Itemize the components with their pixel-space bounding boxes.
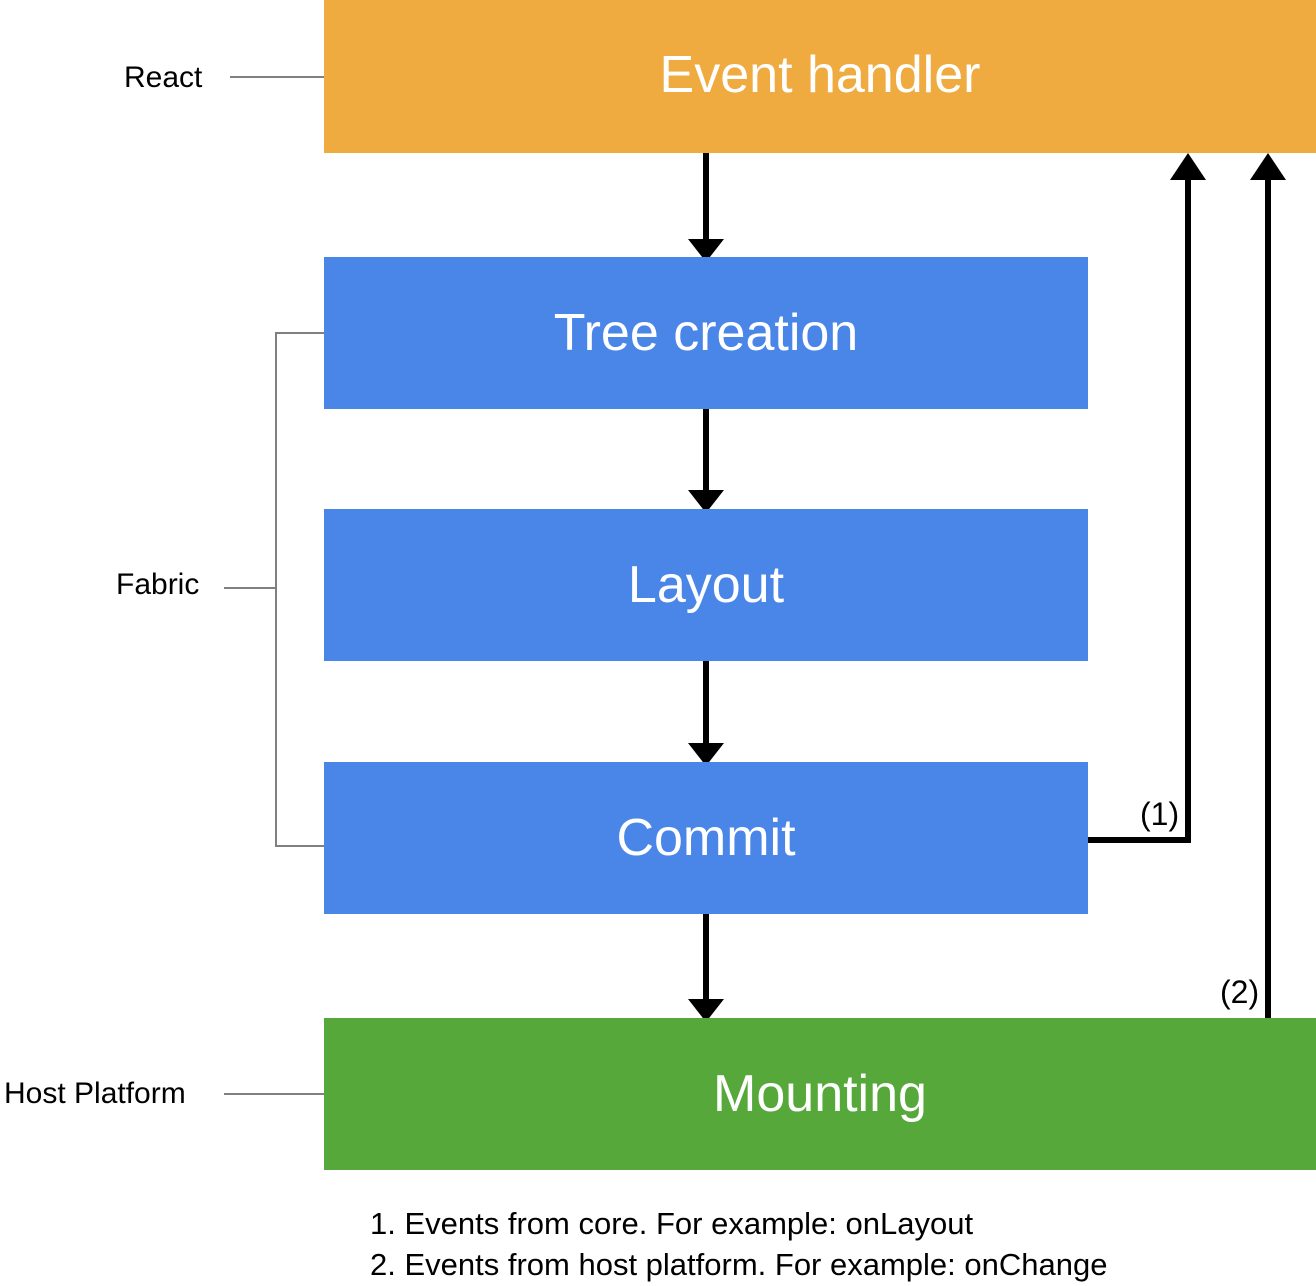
layer-label-fabric: Fabric [116, 568, 200, 601]
stage-label-tree-creation: Tree creation [553, 304, 859, 362]
arrow-event-handler-to-tree-creation [688, 153, 724, 262]
arrow-commit-to-event-handler-callout-1 [1088, 153, 1206, 843]
stage-box-event-handler[interactable]: Event handler [324, 0, 1316, 153]
stage-box-tree-creation[interactable]: Tree creation [324, 257, 1088, 409]
legend: 1. Events from core. For example: onLayo… [370, 1203, 1107, 1285]
stage-label-mounting: Mounting [713, 1065, 927, 1123]
arrow-tree-creation-to-layout [688, 409, 724, 513]
stage-label-layout: Layout [627, 556, 785, 614]
legend-item-2: 2. Events from host platform. For exampl… [370, 1247, 1108, 1282]
arrow-commit-to-mounting [688, 914, 724, 1022]
layer-label-react: React [124, 61, 203, 94]
legend-item-1: 1. Events from core. For example: onLayo… [370, 1206, 974, 1241]
arrow-layout-to-commit [688, 661, 724, 766]
stage-box-layout[interactable]: Layout [324, 509, 1088, 661]
callout-marker-2: (2) [1220, 974, 1260, 1010]
stage-label-event-handler: Event handler [659, 45, 981, 104]
bracket-fabric [224, 332, 324, 847]
callout-marker-1: (1) [1140, 796, 1180, 832]
layer-label-host-platform: Host Platform [4, 1077, 186, 1110]
arrow-mounting-to-event-handler-callout-2 [1250, 153, 1286, 1022]
stage-box-commit[interactable]: Commit [324, 762, 1088, 914]
stage-label-commit: Commit [616, 809, 796, 867]
stage-box-mounting[interactable]: Mounting [324, 1018, 1316, 1170]
